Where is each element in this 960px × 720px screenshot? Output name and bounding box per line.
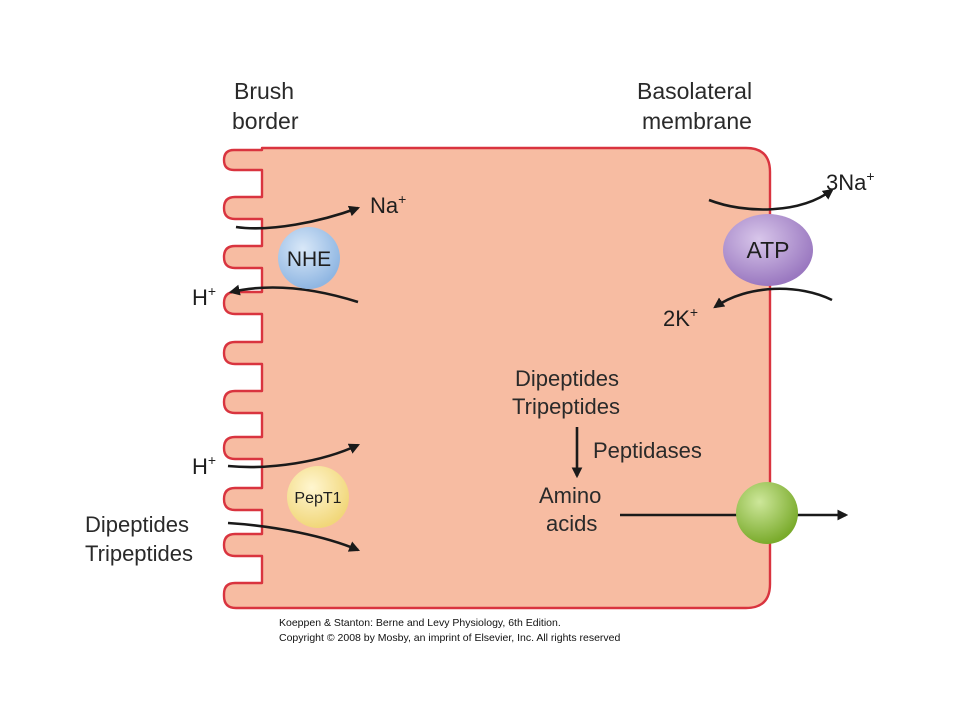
lumen-tripeptides-label: Tripeptides [85,541,193,566]
brush-border-heading-line2: border [232,108,299,134]
na-pump-arc [708,188,834,211]
h-cotransport-arrow [227,443,360,469]
citation-line2: Copyright © 2008 by Mosby, an imprint of… [279,632,621,644]
nhe-exchanger-icon [278,227,340,289]
amino-acid-transporter-icon [736,482,798,544]
brush-border-heading-line1: Brush [234,78,294,104]
lumen-dipeptides-label: Dipeptides [85,512,189,537]
na-ion-label: Na+ [370,191,406,218]
basolateral-heading-line1: Basolateral [637,78,752,104]
h-efflux-arrow [228,284,359,304]
pept1-cotransporter-icon [287,466,349,528]
epithelial-cell [222,146,772,610]
cell-tripeptides-label: Tripeptides [512,394,620,419]
na-out-ion-label: 3Na+ [826,168,875,195]
pept1-label: PepT1 [294,490,341,507]
h-ion-label-bottom: H+ [192,452,216,479]
nhe-label: NHE [287,248,331,271]
atp-label: ATP [746,237,789,263]
amino-label: Amino [539,483,601,508]
acids-label: acids [546,511,597,536]
basolateral-heading-line2: membrane [642,108,752,134]
na-influx-arrow [235,205,361,230]
peptidases-label: Peptidases [593,438,702,463]
h-ion-label-top: H+ [192,283,216,310]
k-in-ion-label: 2K+ [663,304,698,331]
citation-line1: Koeppen & Stanton: Berne and Levy Physio… [279,617,561,629]
na-k-atpase-icon [723,214,813,286]
k-pump-arc [713,287,833,309]
cell-dipeptides-label: Dipeptides [515,366,619,391]
peptide-cotransport-arrow [227,521,361,552]
